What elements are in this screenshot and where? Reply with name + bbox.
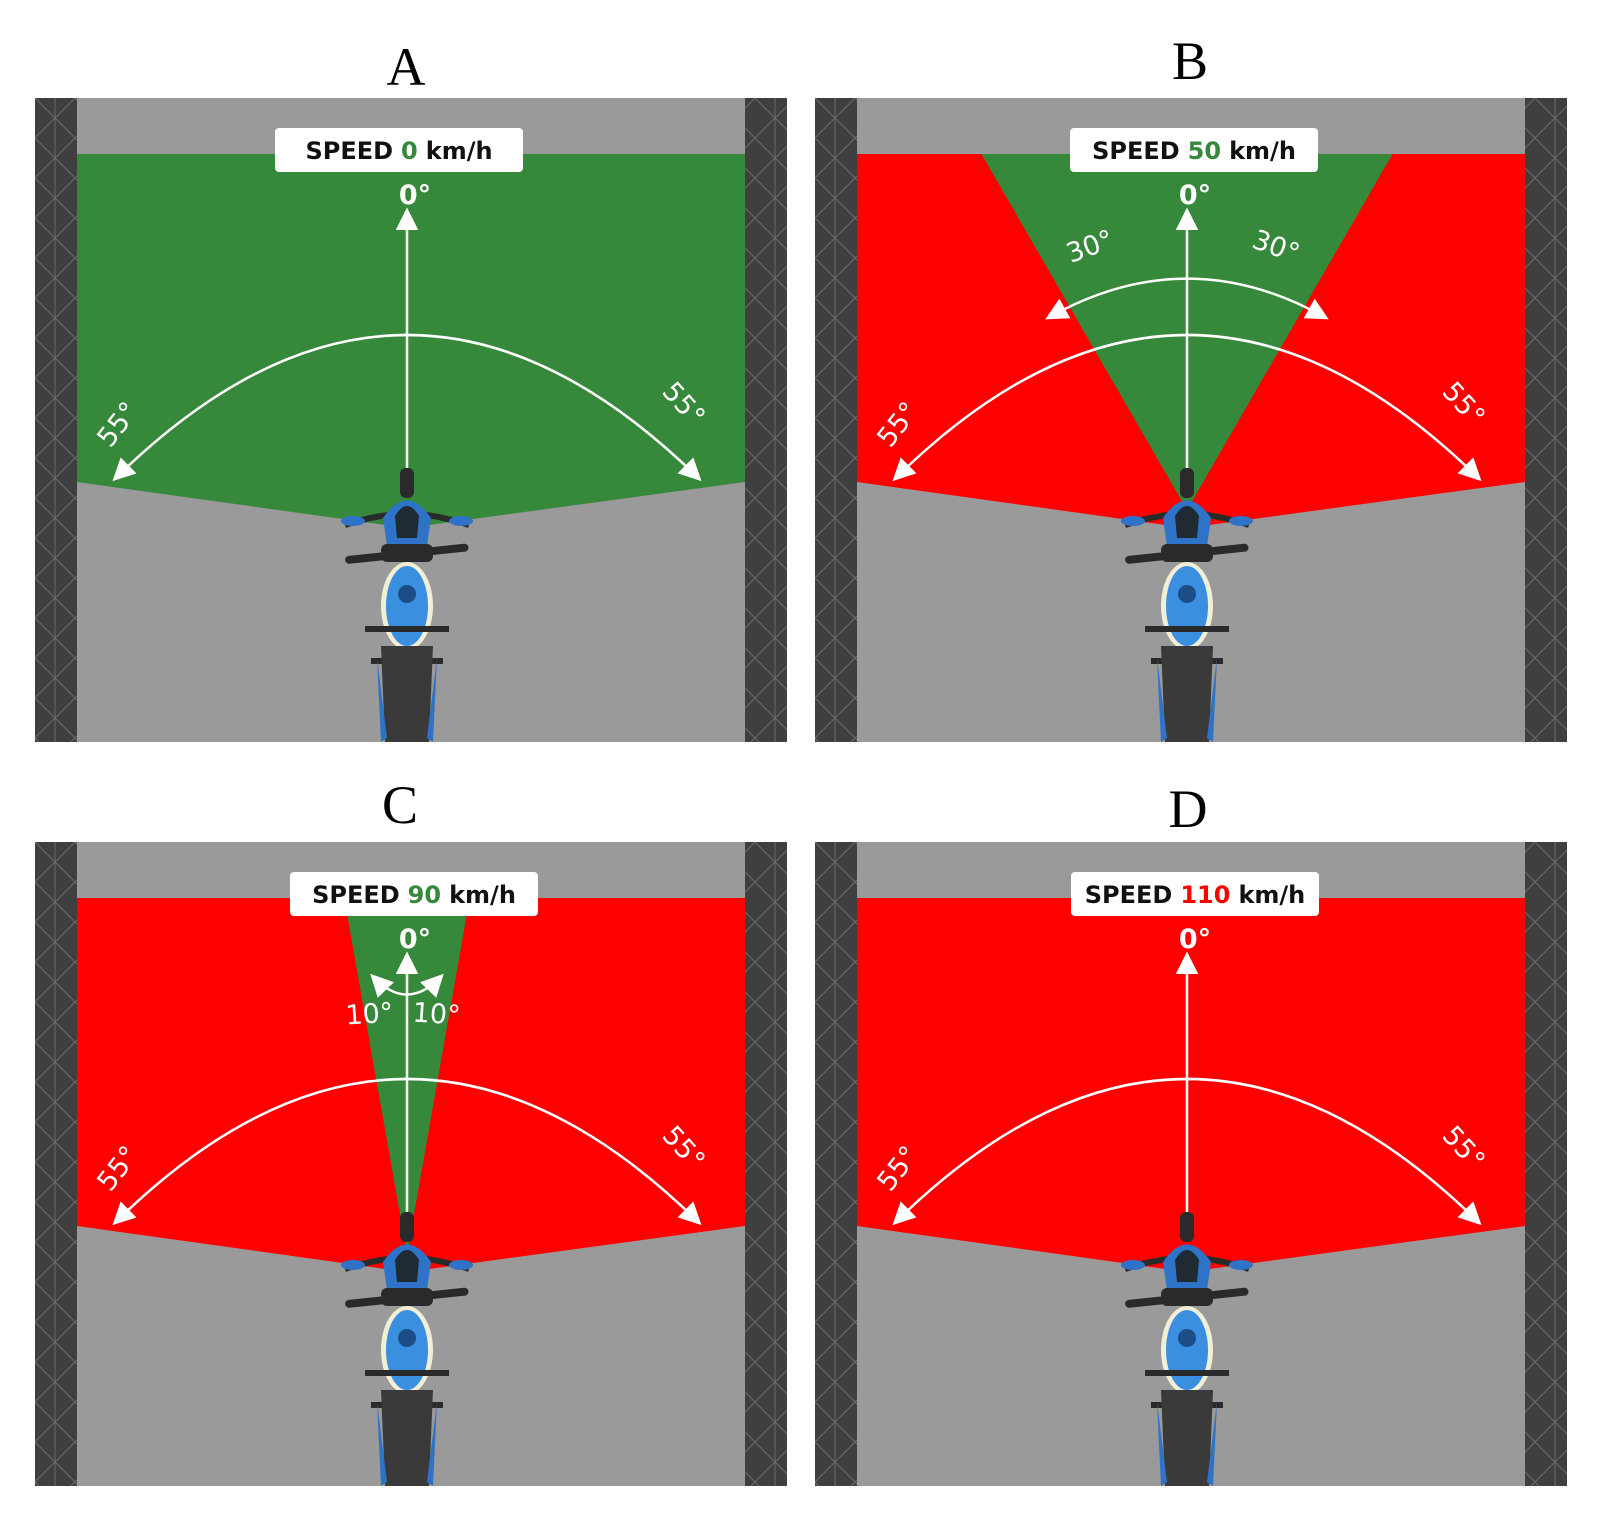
speed-unit: km/h [1238,881,1305,909]
speed-label: SPEED [305,137,393,165]
speed-unit: km/h [426,137,493,165]
panel-a-letter: A [386,37,426,97]
speed-badge: SPEED 0 km/h [275,128,523,172]
right-wall [1525,98,1567,742]
panel-d-letter: D [1168,779,1208,839]
speed-unit: km/h [449,881,516,909]
left-wall [35,98,77,742]
motorcycle-icon [1121,468,1253,742]
speed-text: SPEED 0 km/h [305,137,492,165]
speed-text: SPEED 50 km/h [1092,137,1296,165]
speed-badge: SPEED 90 km/h [290,872,538,916]
max-angle-arc [892,1077,1482,1226]
max-angle-arc [112,333,702,482]
safe-angle-arc [370,973,444,998]
panel-c-letter: C [381,775,419,835]
safe-zone [77,154,745,528]
speed-value: 110 [1180,881,1230,909]
speed-badge: SPEED 50 km/h [1070,128,1318,172]
speed-unit: km/h [1229,137,1296,165]
speed-badge-bg [275,128,523,172]
left-safe-angle-label: 10° [344,997,394,1031]
max-angle-arc [892,333,1482,482]
speed-badge-bg [1071,872,1319,916]
speed-value: 50 [1188,137,1221,165]
speed-badge-bg [1070,128,1318,172]
speed-value: 0 [401,137,418,165]
forward-angle-label: 0° [399,924,431,955]
left-wall [815,842,857,1486]
speed-label: SPEED [1092,137,1180,165]
speed-label: SPEED [1085,881,1173,909]
safe-angle-arc [1045,277,1329,320]
forward-angle-label: 0° [1179,924,1211,955]
forward-angle-label: 0° [399,180,431,211]
forward-angle-label: 0° [1179,180,1211,211]
motorcycle-icon [341,468,473,742]
right-safe-angle-label: 10° [412,997,462,1031]
speed-label: SPEED [312,881,400,909]
panel-b-letter: B [1171,31,1209,91]
motorcycle-icon [341,1212,473,1486]
right-wall [1525,842,1567,1486]
left-wall [35,842,77,1486]
right-wall [745,842,787,1486]
speed-text: SPEED 90 km/h [312,881,516,909]
speed-badge-bg [290,872,538,916]
danger-zone [857,898,1525,1272]
speed-value: 90 [408,881,441,909]
left-wall [815,98,857,742]
motorcycle-icon [1121,1212,1253,1486]
right-wall [745,98,787,742]
max-angle-arc [112,1077,702,1226]
